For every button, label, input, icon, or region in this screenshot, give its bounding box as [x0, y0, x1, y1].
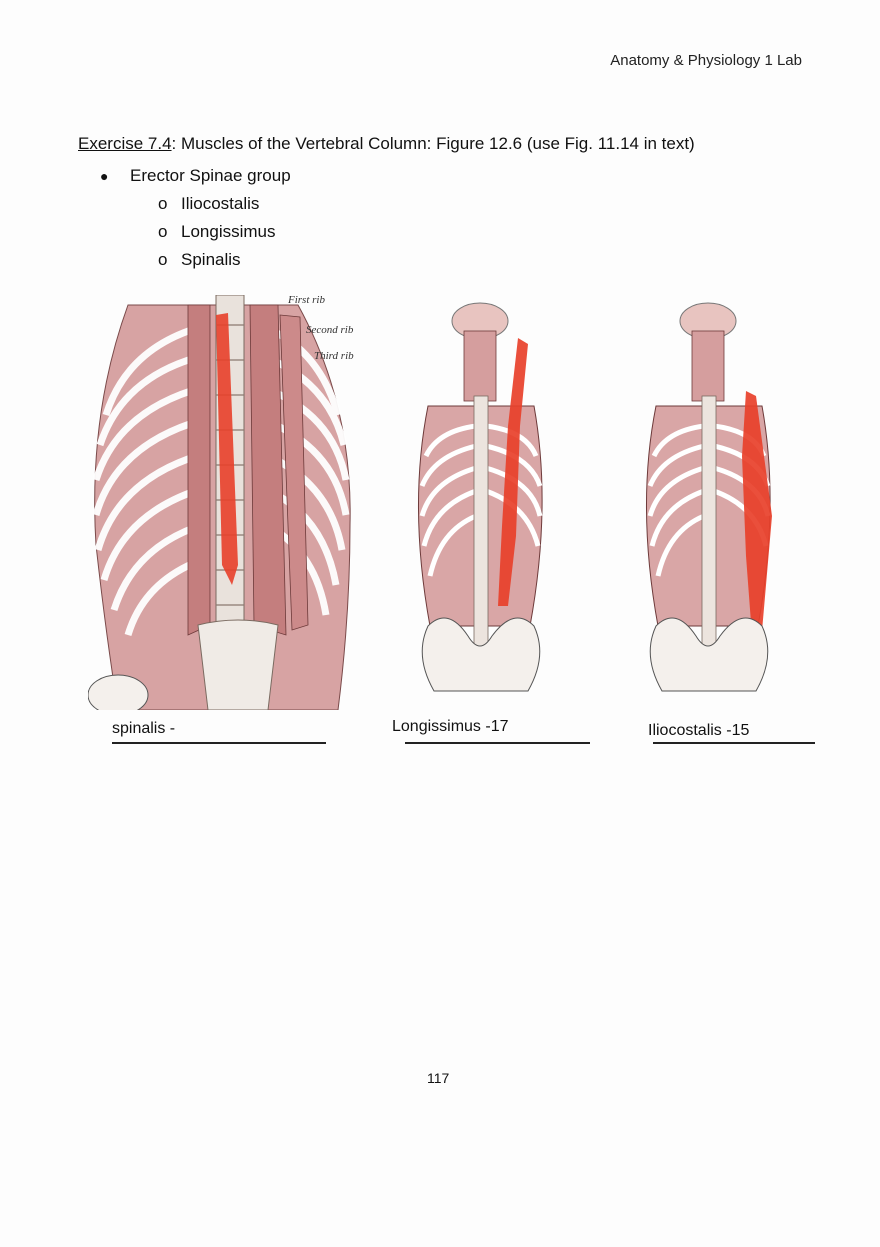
longissimus-figure — [368, 296, 593, 706]
second-rib-label: Second rib — [306, 324, 354, 336]
exercise-separator: : — [171, 134, 177, 153]
exercise-heading: Exercise 7.4: Muscles of the Vertebral C… — [78, 134, 695, 154]
answer-underline — [405, 742, 590, 744]
bullet-list: ● Erector Spinae group o Iliocostalis o … — [100, 162, 291, 274]
sub-bullet-label: Spinalis — [181, 250, 241, 269]
sub-bullet-label: Longissimus — [181, 222, 276, 241]
page-number: 117 — [427, 1070, 450, 1086]
sub-bullet-item: o Iliocostalis — [100, 190, 291, 218]
iliocostalis-figure — [596, 296, 821, 706]
answer-spinalis[interactable]: spinalis - — [112, 720, 176, 737]
sub-bullet-label: Iliocostalis — [181, 194, 260, 213]
course-header: Anatomy & Physiology 1 Lab — [610, 52, 802, 69]
first-rib-label: First rib — [287, 295, 325, 306]
exercise-id: Exercise 7.4 — [78, 134, 172, 153]
circle-bullet-icon: o — [158, 250, 168, 269]
circle-bullet-icon: o — [158, 222, 168, 241]
sub-bullet-item: o Spinalis — [100, 246, 291, 274]
answer-underline — [653, 742, 815, 744]
bullet-dot-icon: ● — [100, 168, 109, 184]
sub-bullet-item: o Longissimus — [100, 218, 291, 246]
circle-bullet-icon: o — [158, 194, 168, 213]
answer-underline — [112, 742, 326, 744]
third-rib-label: Third rib — [314, 350, 354, 362]
answer-longissimus[interactable]: Longissimus -17 — [392, 718, 509, 735]
bullet-item: ● Erector Spinae group — [100, 162, 291, 190]
exercise-title: Muscles of the Vertebral Column: Figure … — [176, 134, 695, 153]
spinalis-figure: First rib Second rib Third rib — [88, 295, 360, 710]
bullet-label: Erector Spinae group — [130, 166, 291, 185]
answer-iliocostalis[interactable]: Iliocostalis -15 — [648, 722, 750, 739]
